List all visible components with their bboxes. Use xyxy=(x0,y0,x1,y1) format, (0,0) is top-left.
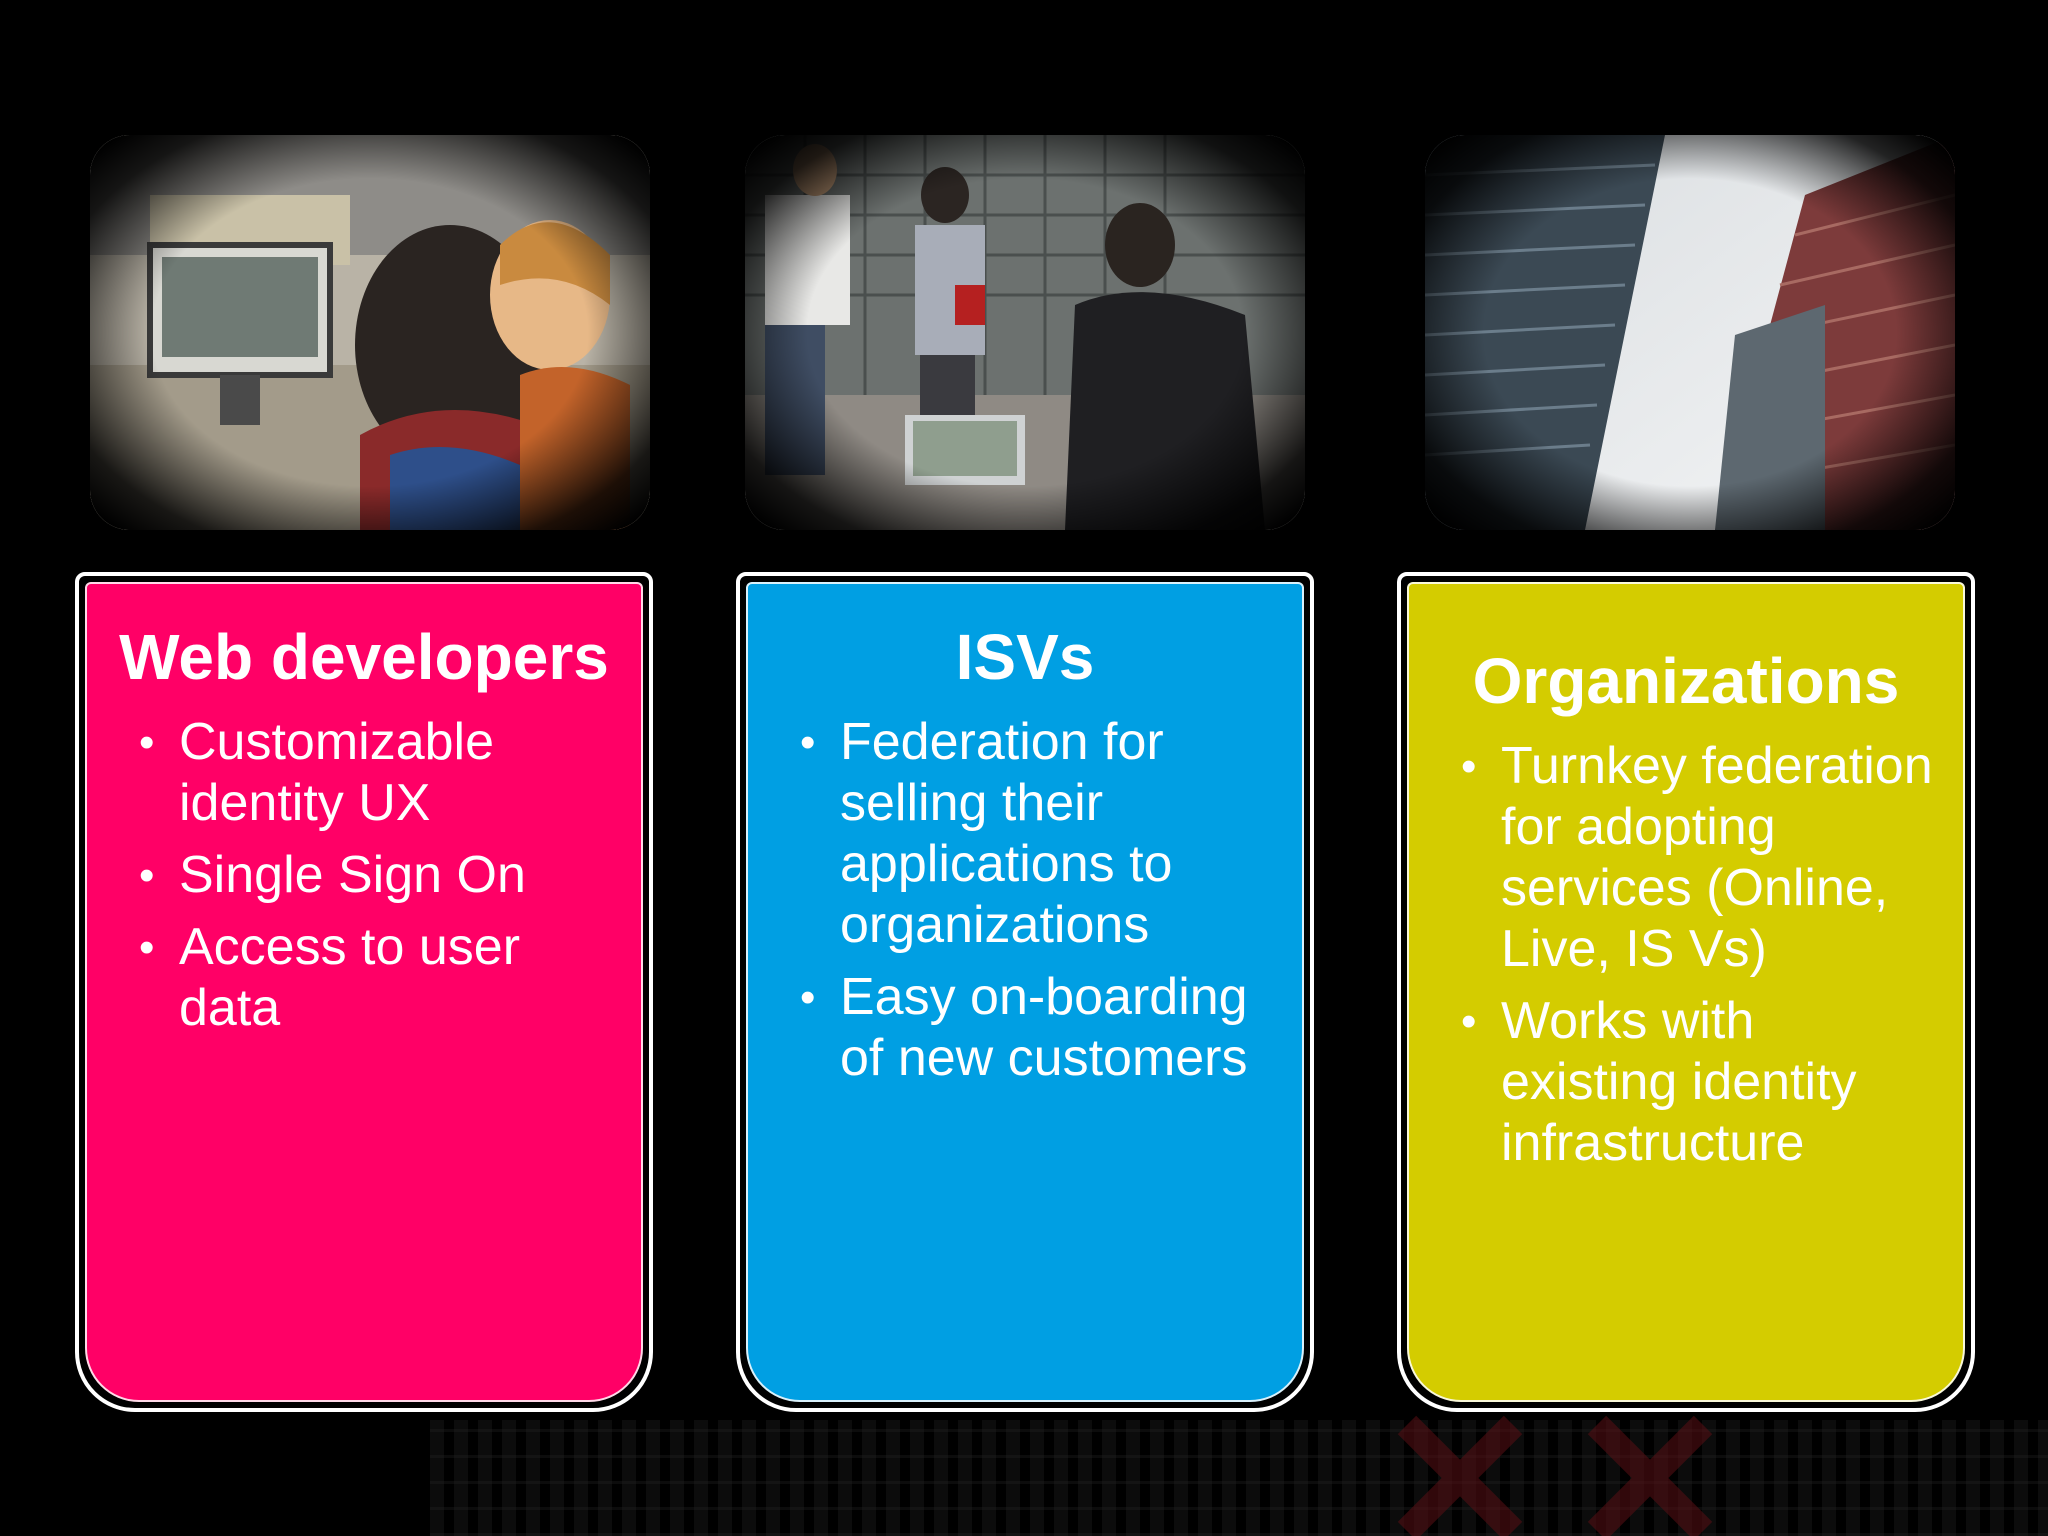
background-x-mark xyxy=(1590,1420,1710,1536)
photo-web-developers-illustration xyxy=(90,135,650,530)
photo-isvs xyxy=(745,135,1305,530)
card-isvs-panel: ISVs Federation for selling their applic… xyxy=(746,582,1304,1402)
bullet-list: Federation for selling their application… xyxy=(748,694,1302,1089)
bullet-item: Customizable identity UX xyxy=(139,712,617,834)
card-organizations: Organizations Turnkey federation for ado… xyxy=(1397,572,1975,1412)
background-x-mark xyxy=(1400,1420,1520,1536)
bullet-item: Turnkey federation for adopting services… xyxy=(1461,736,1939,980)
bullet-item: Single Sign On xyxy=(139,845,617,906)
card-isvs: ISVs Federation for selling their applic… xyxy=(736,572,1314,1412)
photo-web-developers xyxy=(90,135,650,530)
bullet-item: Federation for selling their application… xyxy=(800,712,1278,956)
card-title: ISVs xyxy=(955,621,1095,693)
card-web-developers-panel: Web developers Customizable identity UX … xyxy=(85,582,643,1402)
bullet-item: Access to user data xyxy=(139,917,617,1039)
bullet-list: Customizable identity UX Single Sign On … xyxy=(87,694,641,1039)
bullet-item: Works with existing identity infrastruct… xyxy=(1461,991,1939,1174)
bullet-item: Easy on-boarding of new customers xyxy=(800,967,1278,1089)
bullet-list: Turnkey federation for adopting services… xyxy=(1409,718,1963,1174)
card-title: Web developers xyxy=(119,621,609,693)
background-pattern xyxy=(430,1420,2048,1536)
photo-isvs-illustration xyxy=(745,135,1305,530)
card-organizations-panel: Organizations Turnkey federation for ado… xyxy=(1407,582,1965,1402)
photo-organizations xyxy=(1425,135,1955,530)
photo-organizations-illustration xyxy=(1425,135,1955,530)
card-title: Organizations xyxy=(1472,645,1900,717)
card-web-developers: Web developers Customizable identity UX … xyxy=(75,572,653,1412)
